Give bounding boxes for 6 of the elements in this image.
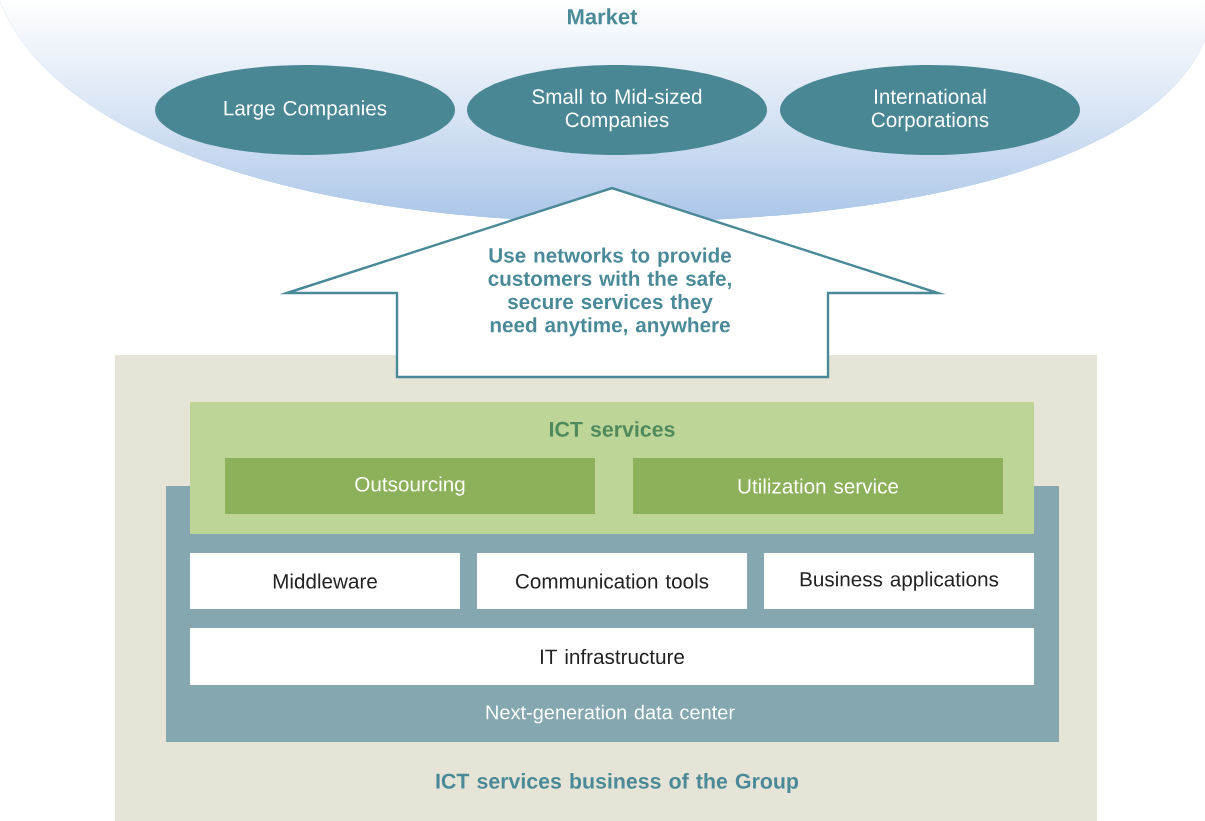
layer-box: Communication tools — [477, 553, 747, 609]
layer-box: Business applications — [764, 553, 1034, 609]
service-box: Utilization service — [633, 458, 1003, 514]
layer-box: Middleware — [190, 553, 460, 609]
layer-box: IT infrastructure — [190, 628, 1034, 685]
service-box: Outsourcing — [225, 458, 595, 514]
